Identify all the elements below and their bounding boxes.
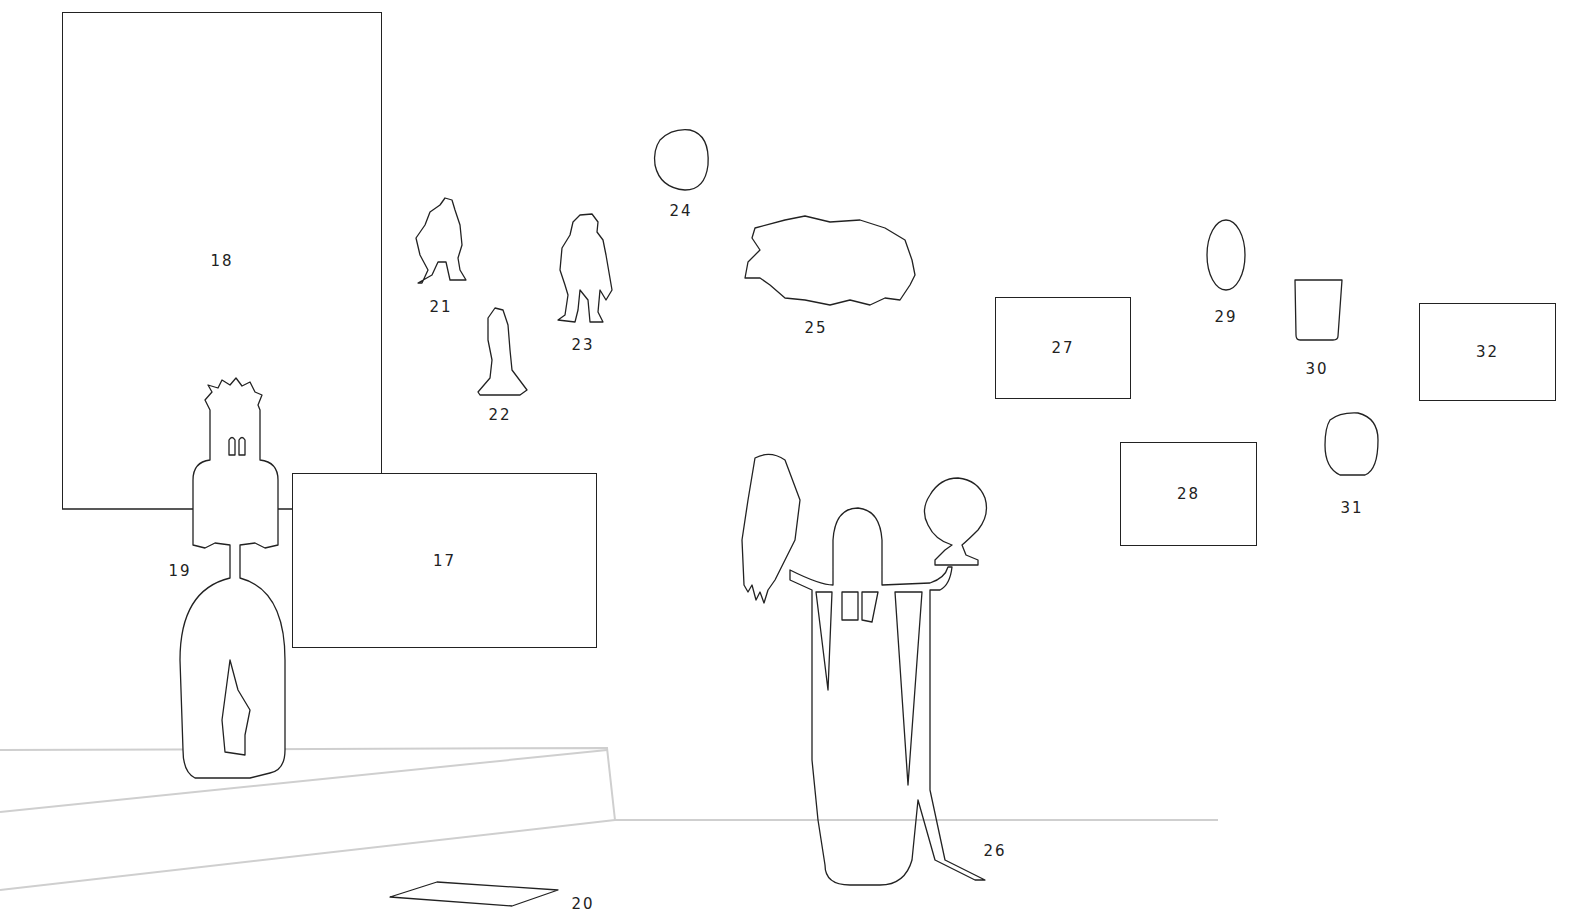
object-25 (745, 216, 915, 305)
frame-box: 17 (292, 473, 597, 648)
floor-line (0, 750, 607, 812)
callout-number: 20 (571, 895, 594, 913)
object-30 (1295, 280, 1342, 340)
callout-number: 22 (488, 406, 511, 424)
callout-number: 24 (669, 202, 692, 220)
eye-holes (229, 438, 245, 456)
bust (924, 478, 986, 565)
figure-23 (558, 214, 612, 322)
callout-number: 19 (168, 562, 191, 580)
callout-number: 32 (1476, 343, 1499, 361)
floor-lines (0, 748, 1218, 890)
floor-line (0, 820, 615, 890)
callout-number: 17 (433, 552, 456, 570)
callout-number: 25 (804, 319, 827, 337)
callout-number: 27 (1051, 339, 1074, 357)
floor-line (0, 748, 1218, 820)
object-31 (1325, 413, 1378, 475)
callout-number: 26 (983, 842, 1006, 860)
callout-number: 21 (429, 298, 452, 316)
sculpture-outline (180, 378, 285, 778)
frame-box: 18 (62, 12, 382, 509)
callout-number: 31 (1340, 499, 1363, 517)
callout-number: 18 (210, 252, 233, 270)
sculpture-19 (180, 378, 285, 778)
callout-number: 28 (1177, 485, 1200, 503)
figure-21 (416, 198, 466, 283)
floor-plinth (390, 882, 558, 906)
cutout (222, 660, 250, 755)
frame-box: 32 (1419, 303, 1556, 401)
callout-number: 30 (1305, 360, 1328, 378)
frame-box: 28 (1120, 442, 1257, 546)
object-24 (655, 130, 709, 190)
callout-number: 23 (571, 336, 594, 354)
figure-22 (478, 308, 527, 395)
cutouts (816, 592, 922, 785)
callout-number: 29 (1214, 308, 1237, 326)
sculpture-26 (742, 454, 986, 885)
object-29 (1207, 220, 1245, 290)
frame-box: 27 (995, 297, 1131, 399)
